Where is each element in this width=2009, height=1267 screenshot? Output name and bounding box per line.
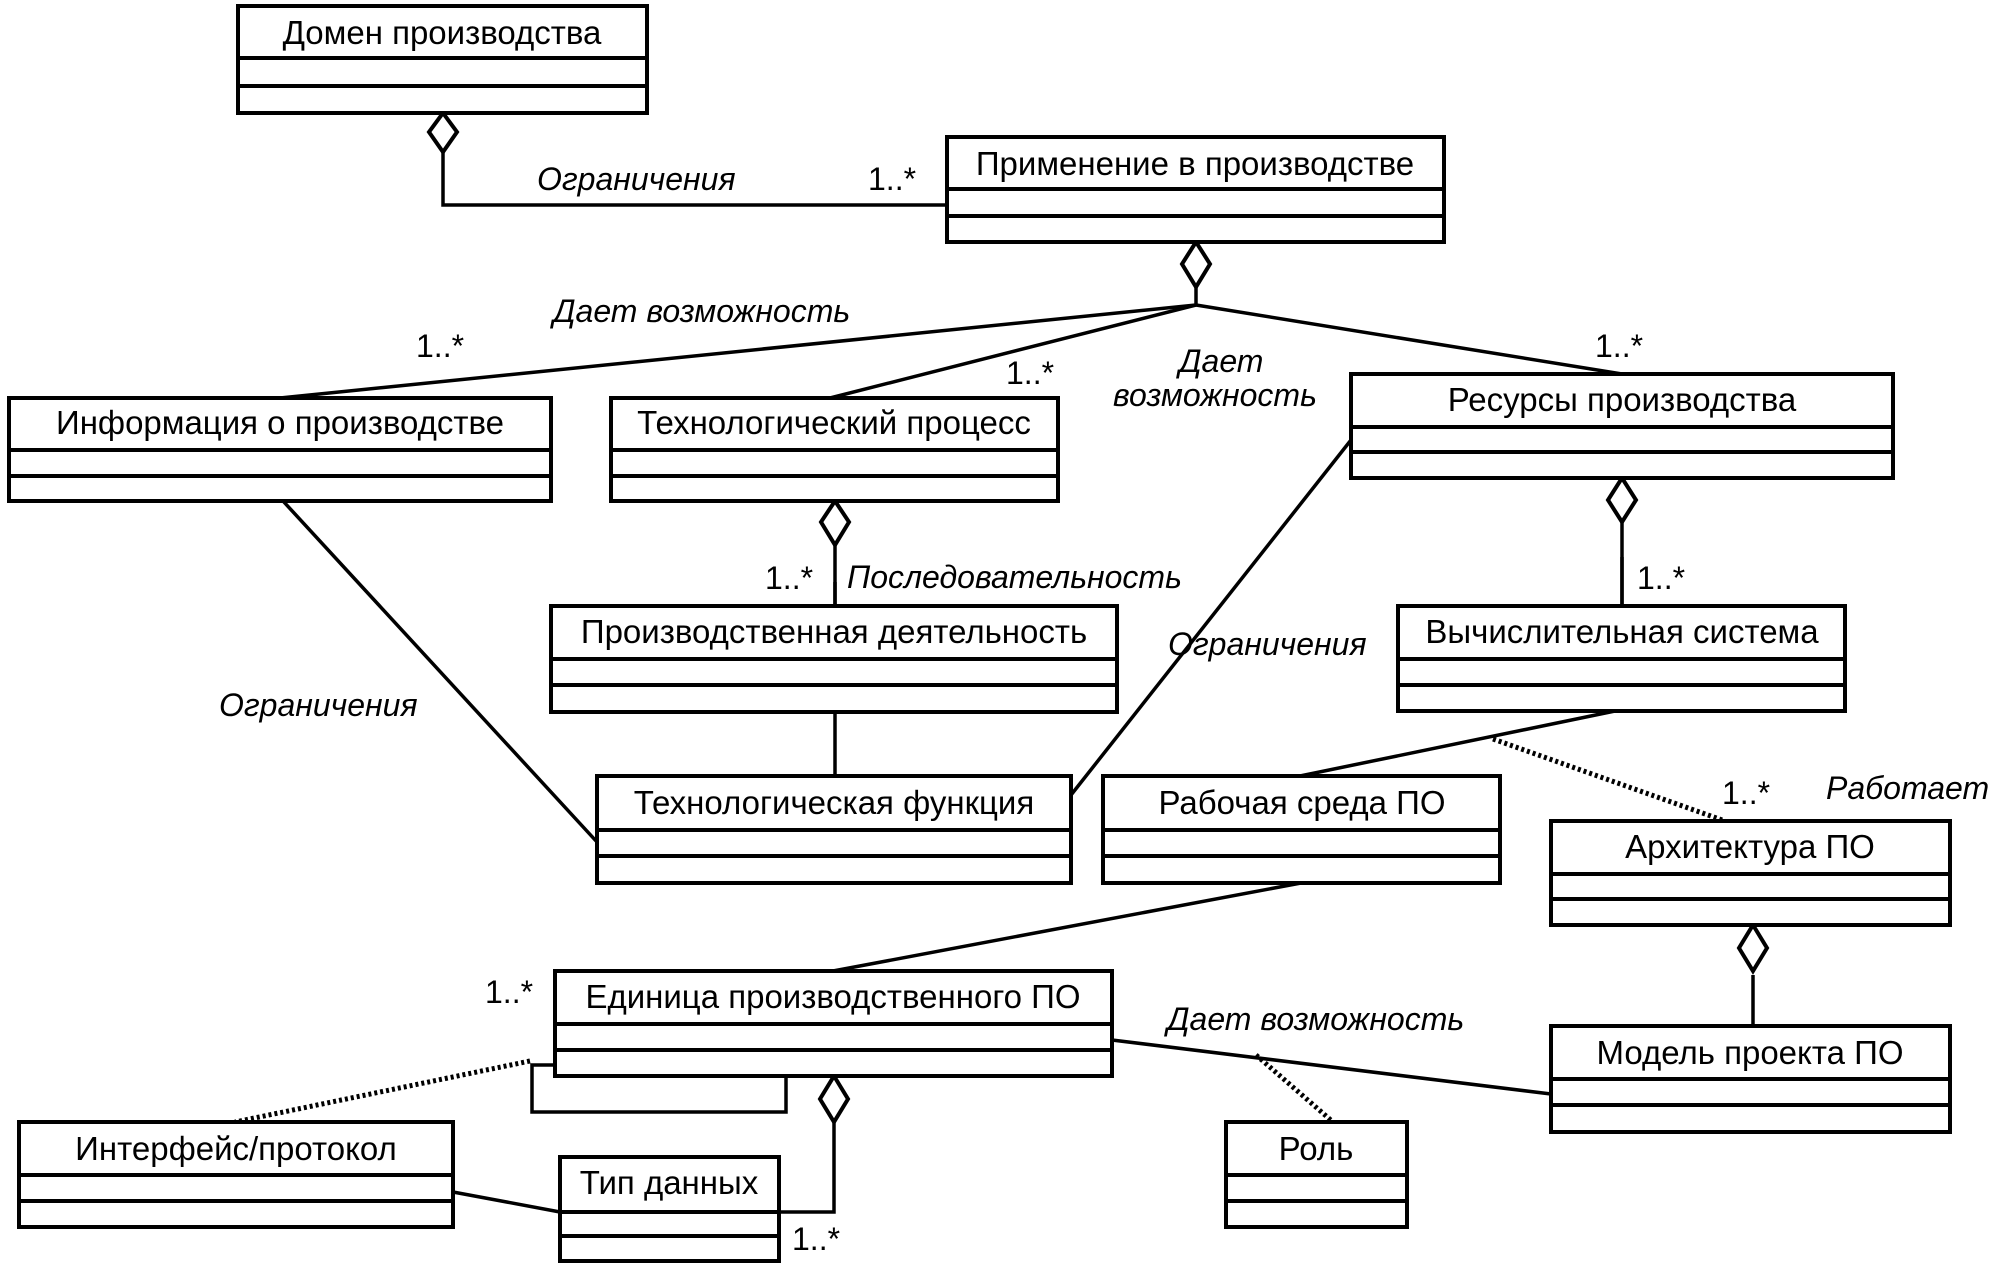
class-interface[interactable]: Интерфейс/протокол xyxy=(17,1120,455,1229)
class-name: Ресурсы производства xyxy=(1448,381,1797,418)
class-unit[interactable]: Единица производственного ПО xyxy=(553,969,1114,1078)
class-architecture[interactable]: Архитектура ПО xyxy=(1549,819,1952,927)
class-application[interactable]: Применение в производстве xyxy=(945,135,1446,244)
mult-datatype: 1..* xyxy=(792,1221,840,1257)
label-constraints-left: Ограничения xyxy=(219,687,418,723)
dependency-works-architecture xyxy=(1492,736,1726,824)
class-name: Технологическая функция xyxy=(634,784,1034,821)
class-function[interactable]: Технологическая функция xyxy=(595,774,1073,885)
class-name: Рабочая среда ПО xyxy=(1158,784,1445,821)
mult-unit: 1..* xyxy=(485,974,533,1010)
label-works: Работает xyxy=(1826,770,1989,806)
multiplicities: 1..* 1..* 1..* 1..* 1..* 1..* 1..* 1..* … xyxy=(416,161,1770,1257)
association-labels: Ограничения Дает возможность Дает возмож… xyxy=(219,161,1989,1037)
mult-computing: 1..* xyxy=(1637,560,1685,596)
assoc-computing-environment xyxy=(1299,709,1616,778)
dependency-role xyxy=(1254,1053,1335,1124)
aggregation-diamond-process xyxy=(818,497,852,549)
class-name: Интерфейс/протокол xyxy=(75,1130,397,1167)
assoc-environment-unit xyxy=(832,881,1302,973)
aggregation-diamond-domain xyxy=(426,109,460,156)
assoc-hub-resources xyxy=(1195,303,1623,376)
aggregation-diamond-unit xyxy=(817,1072,851,1126)
class-name: Производственная деятельность xyxy=(581,613,1087,650)
class-name: Роль xyxy=(1279,1130,1354,1167)
class-role[interactable]: Роль xyxy=(1224,1120,1409,1229)
class-name: Архитектура ПО xyxy=(1625,828,1875,865)
assoc-hub-info xyxy=(279,303,1197,400)
class-domain[interactable]: Домен производства xyxy=(236,4,649,115)
class-model[interactable]: Модель проекта ПО xyxy=(1549,1024,1952,1134)
class-activity[interactable]: Производственная деятельность xyxy=(549,604,1119,714)
class-name: Применение в производстве xyxy=(976,145,1414,182)
label-enables-mid-1: Дает xyxy=(1176,343,1263,379)
class-environment[interactable]: Рабочая среда ПО xyxy=(1101,774,1502,885)
connectors xyxy=(234,152,1755,1214)
assoc-interface-datatype xyxy=(452,1190,561,1214)
label-enables-left: Дает возможность xyxy=(550,293,850,329)
assoc-info-function xyxy=(281,499,599,844)
class-resources[interactable]: Ресурсы производства xyxy=(1349,372,1895,480)
aggregation-diamond-resources xyxy=(1605,474,1639,526)
class-name: Единица производственного ПО xyxy=(585,978,1080,1015)
class-name: Тип данных xyxy=(580,1164,759,1201)
mult-process: 1..* xyxy=(1006,355,1054,391)
class-name: Модель проекта ПО xyxy=(1596,1034,1903,1071)
mult-application: 1..* xyxy=(868,161,916,197)
class-computing[interactable]: Вычислительная система xyxy=(1396,604,1847,713)
label-constraints-right: Ограничения xyxy=(1168,626,1367,662)
class-datatype[interactable]: Тип данных xyxy=(558,1155,781,1263)
aggregation-diamonds xyxy=(426,109,1770,1126)
class-name: Домен производства xyxy=(283,14,602,51)
assoc-domain-application xyxy=(441,152,947,207)
mult-info: 1..* xyxy=(416,328,464,364)
self-association-unit xyxy=(530,1063,788,1114)
assoc-resources-function xyxy=(1069,438,1353,797)
class-info[interactable]: Информация о производстве xyxy=(7,396,553,503)
aggregation-diamond-architecture xyxy=(1736,921,1770,975)
mult-activity: 1..* xyxy=(765,560,813,596)
assoc-unit-model xyxy=(1111,1038,1552,1096)
aggregation-diamond-application xyxy=(1179,238,1213,291)
label-enables-bottom: Дает возможность xyxy=(1164,1001,1464,1037)
label-sequence: Последовательность xyxy=(847,559,1182,595)
class-process[interactable]: Технологический процесс xyxy=(609,396,1060,503)
class-name: Вычислительная система xyxy=(1425,613,1819,650)
dependency-interface xyxy=(234,1058,531,1125)
assoc-unit-datatype xyxy=(779,1122,836,1214)
mult-architecture: 1..* xyxy=(1722,775,1770,811)
class-name: Информация о производстве xyxy=(56,404,504,441)
class-name: Технологический процесс xyxy=(637,404,1031,441)
assoc-hub-process xyxy=(829,303,1197,400)
label-enables-mid-2: возможность xyxy=(1113,377,1317,413)
label-constraints-top: Ограничения xyxy=(537,161,736,197)
mult-resources: 1..* xyxy=(1595,328,1643,364)
